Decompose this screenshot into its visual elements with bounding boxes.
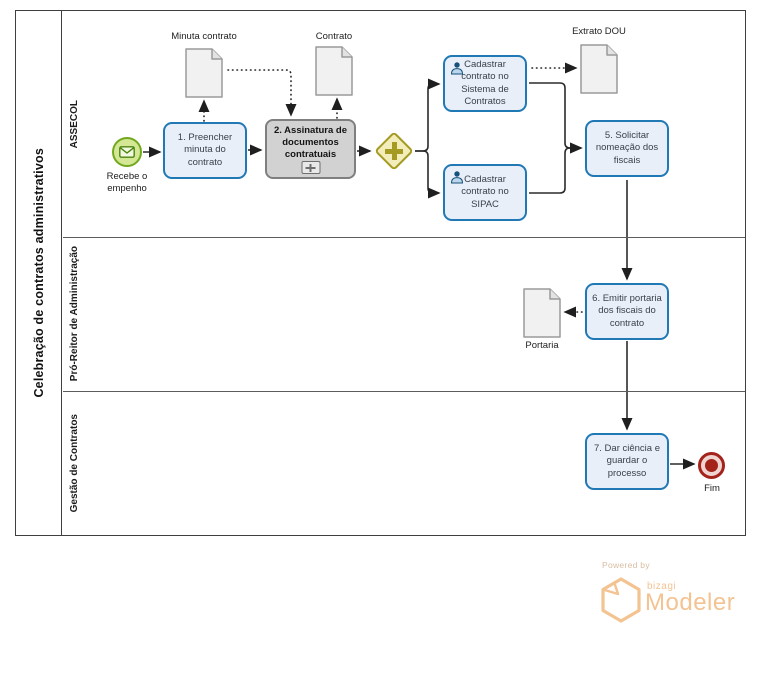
document-extrato-dou bbox=[580, 44, 618, 94]
process-pool: Celebração de contratos administrativos … bbox=[15, 10, 746, 536]
task-2-label: 2. Assinatura de documentos contratuais bbox=[273, 124, 348, 161]
task-2-assinatura-subprocess: 2. Assinatura de documentos contratuais bbox=[265, 119, 356, 179]
task-5-solicitar-nomeacao: 5. Solicitar nomeação dos fiscais bbox=[585, 120, 669, 177]
parallel-plus-icon bbox=[385, 148, 403, 154]
task-7-label: 7. Dar ciência e guardar o processo bbox=[593, 443, 660, 479]
task-3-cadastrar-sistema-contratos: Cadastrar contrato no Sistema de Contrat… bbox=[443, 55, 527, 112]
parallel-gateway bbox=[374, 131, 414, 171]
task-6-emitir-portaria: 6. Emitir portaria dos fiscais do contra… bbox=[585, 283, 669, 340]
start-event bbox=[112, 137, 142, 167]
document-icon bbox=[580, 44, 618, 94]
bizagi-brand-label: bizagi bbox=[647, 581, 677, 592]
document-minuta-contrato bbox=[185, 48, 223, 98]
lane-separator-1 bbox=[63, 237, 745, 238]
user-icon bbox=[450, 171, 464, 184]
end-circle-icon bbox=[705, 459, 718, 472]
document-label-contrato: Contrato bbox=[315, 31, 353, 42]
powered-by-label: Powered by bbox=[602, 560, 650, 570]
bizagi-hexagon-icon bbox=[601, 577, 641, 623]
pool-title-band: Celebração de contratos administrativos bbox=[16, 11, 62, 535]
task-7-dar-ciencia: 7. Dar ciência e guardar o processo bbox=[585, 433, 669, 490]
lane-label-gestao: Gestão de Contratos bbox=[69, 413, 80, 513]
document-icon bbox=[315, 46, 353, 96]
task-3-label: Cadastrar contrato no Sistema de Contrat… bbox=[461, 59, 509, 107]
message-icon bbox=[119, 146, 135, 158]
document-icon bbox=[523, 288, 561, 338]
end-event bbox=[698, 452, 725, 479]
task-1-label: 1. Preencher minuta do contrato bbox=[177, 132, 233, 168]
end-event-label: Fim bbox=[704, 483, 720, 494]
lane-label-pro-reitor: Pró-Reitor de Administração bbox=[69, 246, 80, 382]
task-6-label: 6. Emitir portaria dos fiscais do contra… bbox=[592, 293, 662, 329]
pool-title: Celebração de contratos administrativos bbox=[31, 148, 46, 398]
lane-separator-2 bbox=[63, 391, 745, 392]
user-icon bbox=[450, 62, 464, 75]
document-portaria bbox=[523, 288, 561, 338]
lane-label-assecol: ASSECOL bbox=[69, 99, 80, 149]
subprocess-plus-icon bbox=[301, 161, 320, 174]
document-icon bbox=[185, 48, 223, 98]
modeler-product-label: Modeler bbox=[645, 589, 736, 616]
start-event-label: Recebe o empenho bbox=[106, 171, 148, 194]
document-label-portaria: Portaria bbox=[525, 340, 559, 351]
document-label-extrato: Extrato DOU bbox=[572, 26, 626, 37]
document-contrato bbox=[315, 46, 353, 96]
task-4-label: Cadastrar contrato no SIPAC bbox=[461, 174, 509, 210]
task-1-preencher-minuta: 1. Preencher minuta do contrato bbox=[163, 122, 247, 179]
task-4-cadastrar-sipac: Cadastrar contrato no SIPAC bbox=[443, 164, 527, 221]
task-5-label: 5. Solicitar nomeação dos fiscais bbox=[595, 130, 659, 166]
document-label-minuta: Minuta contrato bbox=[171, 31, 237, 42]
